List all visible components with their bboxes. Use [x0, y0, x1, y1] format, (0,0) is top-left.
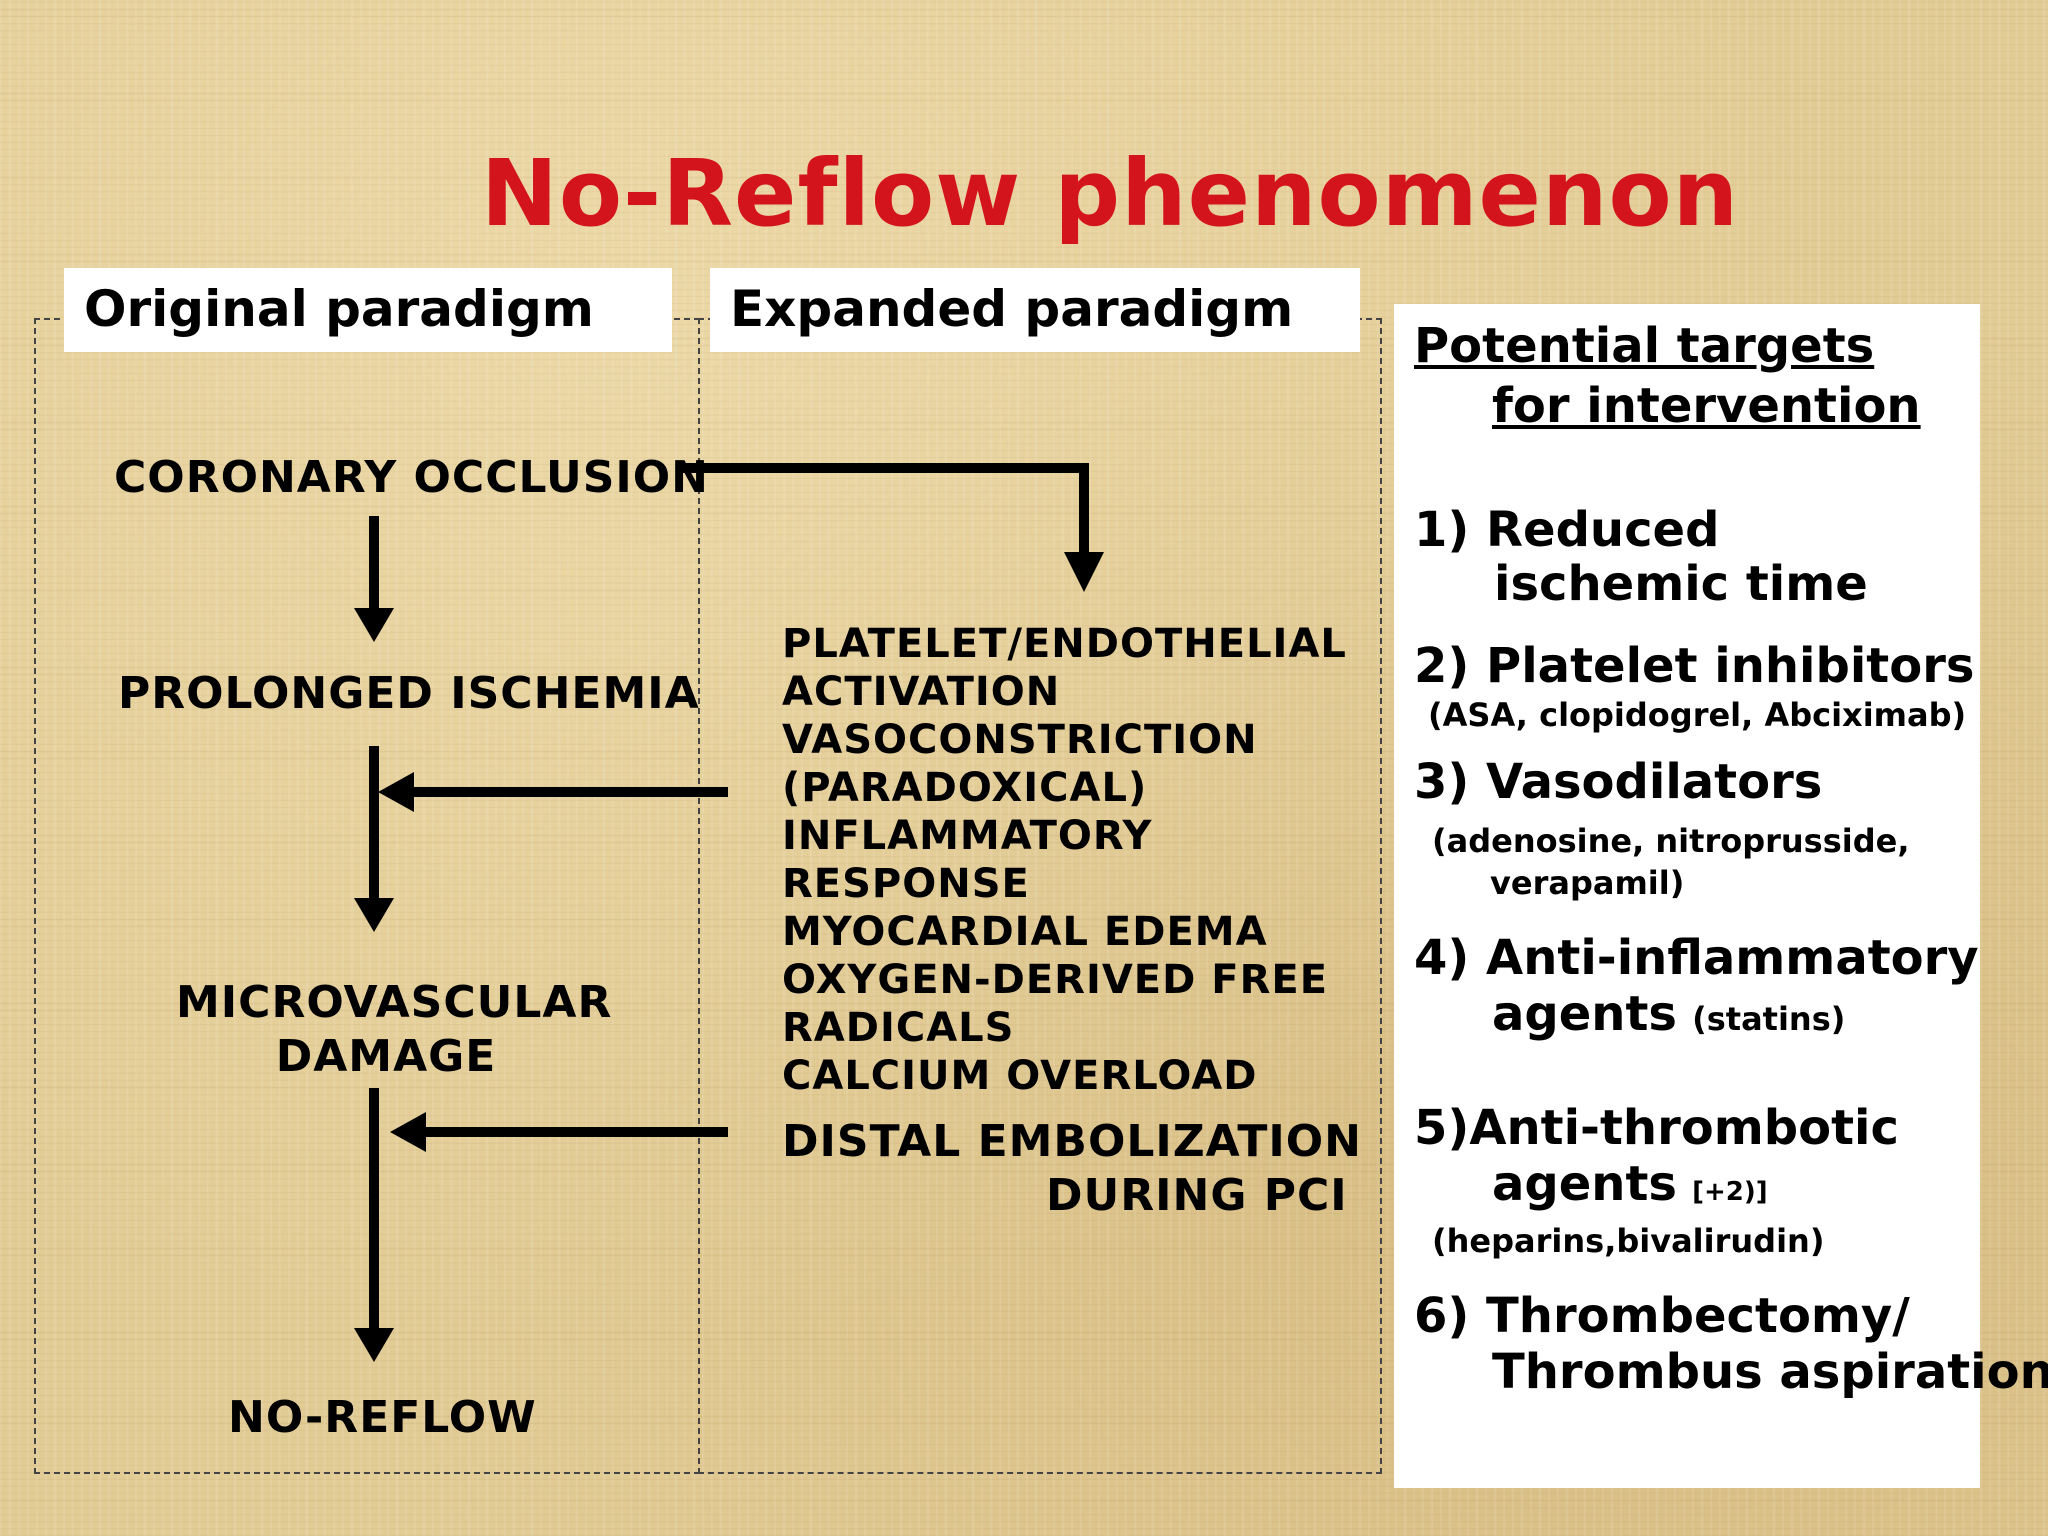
flow-microvascular-damage: MICROVASCULAR DAMAGE — [176, 976, 613, 1084]
targets-panel — [1394, 304, 1980, 1488]
mechanism-item: OXYGEN-DERIVED FREE — [782, 957, 1329, 1003]
target-1-line1: 1) Reduced — [1414, 502, 1720, 558]
flow-coronary-occlusion: CORONARY OCCLUSION — [114, 452, 709, 503]
target-2-line1: 2) Platelet inhibitors — [1414, 638, 1975, 694]
mechanism-item: MYOCARDIAL EDEMA — [782, 909, 1268, 955]
flow-no-reflow: NO-REFLOW — [228, 1392, 537, 1443]
mechanism-item: (PARADOXICAL) — [782, 765, 1148, 811]
page-title: No-Reflow phenomenon — [480, 140, 1740, 247]
targets-heading-line2: for intervention — [1492, 378, 1921, 434]
target-5-line2: agents [+2)] — [1492, 1156, 1768, 1212]
mechanisms-list: PLATELET/ENDOTHELIAL ACTIVATION VASOCONS… — [782, 620, 1382, 1100]
expanded-paradigm-header: Expanded paradigm — [710, 268, 1360, 352]
flow-microvascular-line1: MICROVASCULAR — [176, 977, 613, 1028]
arrow-head-down-icon — [354, 1328, 394, 1362]
arrow-head-left-icon — [378, 772, 414, 812]
target-4-line2: agents (statins) — [1492, 986, 1845, 1042]
flow-prolonged-ischemia: PROLONGED ISCHEMIA — [118, 668, 700, 719]
target-5-line1: 5)Anti-thrombotic — [1414, 1100, 1899, 1156]
arrow-head-down-icon — [354, 898, 394, 932]
arrow-head-left-icon — [390, 1112, 426, 1152]
mechanism-item: VASOCONSTRICTION — [782, 717, 1258, 763]
arrow-occlusion-to-mechanisms — [682, 463, 1089, 556]
target-3-line1: 3) Vasodilators — [1414, 754, 1823, 810]
arrow-head-down-icon — [354, 608, 394, 642]
flow-microvascular-line2: DAMAGE — [275, 1031, 497, 1082]
mechanism-item: ACTIVATION — [782, 669, 1061, 715]
target-2-sub: (ASA, clopidogrel, Abciximab) — [1428, 696, 1967, 734]
target-6-line1: 6) Thrombectomy/ — [1414, 1288, 1910, 1344]
distal-embolization-line1: DISTAL EMBOLIZATION — [782, 1116, 1362, 1167]
mechanism-item: RADICALS — [782, 1005, 1015, 1051]
target-5-agents: agents — [1492, 1156, 1677, 1212]
target-4-line1: 4) Anti-inflammatory — [1414, 930, 1979, 986]
target-5-note: [+2)] — [1692, 1177, 1768, 1207]
original-paradigm-header: Original paradigm — [64, 268, 672, 352]
target-6-line2: Thrombus aspiration — [1492, 1344, 2048, 1400]
target-4-sub: (statins) — [1692, 1000, 1846, 1038]
target-3-sub1: (adenosine, nitroprusside, — [1432, 822, 1910, 860]
distal-embolization-line2: DURING PCI — [1046, 1170, 1348, 1221]
mechanism-item: INFLAMMATORY RESPONSE — [782, 813, 1153, 907]
arrow-head-down-icon — [1064, 552, 1104, 592]
target-5-sub: (heparins,bivalirudin) — [1432, 1222, 1825, 1260]
targets-heading-line1: Potential targets — [1414, 318, 1875, 374]
target-1-line2: ischemic time — [1494, 556, 1868, 612]
target-3-sub2: verapamil) — [1490, 864, 1685, 902]
mechanism-item: PLATELET/ENDOTHELIAL — [782, 621, 1347, 667]
mechanism-item: CALCIUM OVERLOAD — [782, 1053, 1258, 1099]
target-4-agents: agents — [1492, 986, 1677, 1042]
